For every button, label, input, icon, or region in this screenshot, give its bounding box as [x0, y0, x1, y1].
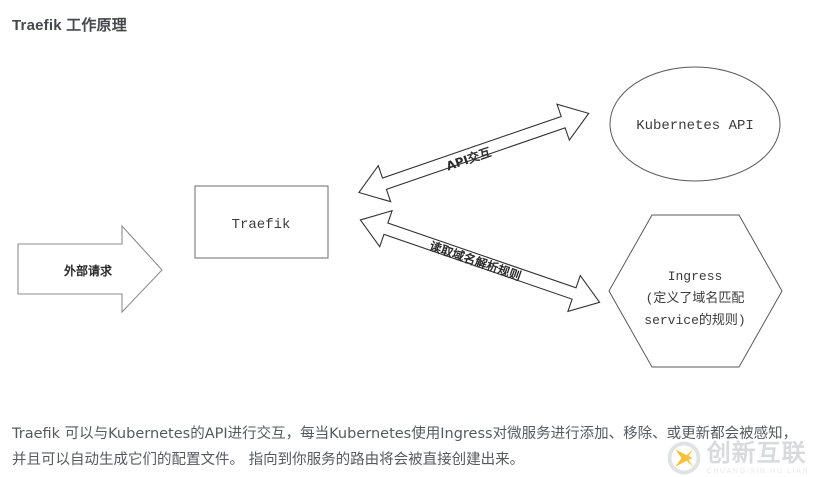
- traefik-architecture-diagram: 外部请求 Traefik API交互 读取域名解析规则: [0, 46, 817, 396]
- ingress-node: [608, 214, 783, 368]
- ingress-label-line-2: (定义了域名匹配: [646, 290, 745, 306]
- ingress-label-line-3: service的规则): [644, 312, 745, 328]
- ingress-label-line-1: Ingress: [668, 269, 723, 284]
- api-interaction-arrow: [358, 103, 590, 203]
- traefik-box: [194, 185, 329, 259]
- traefik-box-label: Traefik: [232, 217, 291, 233]
- kubernetes-api-node: [609, 66, 781, 182]
- external-request-label: 外部请求: [64, 263, 113, 278]
- external-request-arrow: [17, 224, 163, 314]
- page-title: Traefik 工作原理: [12, 17, 127, 34]
- kubernetes-api-label: Kubernetes API: [636, 118, 754, 134]
- description-paragraph: Traefik 可以与Kubernetes的API进行交互，每当Kubernet…: [12, 425, 798, 468]
- dns-rules-label: 读取域名解析规则: [428, 238, 524, 283]
- dns-rules-arrow: [359, 209, 601, 313]
